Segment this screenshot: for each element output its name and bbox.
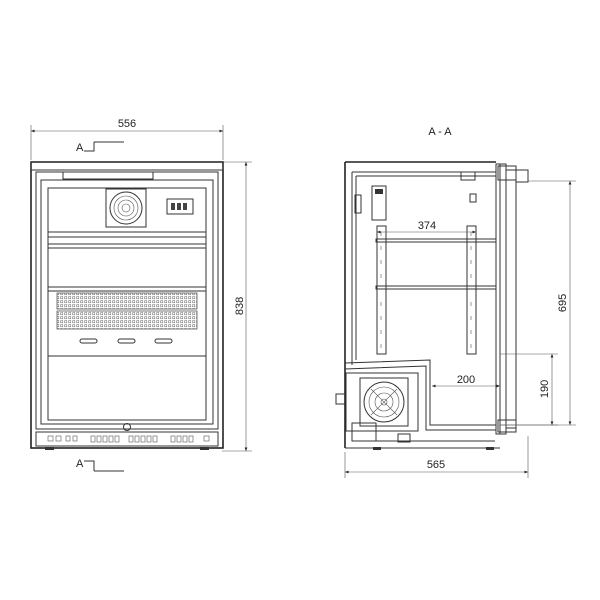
section-view: A - A (335, 126, 576, 478)
shelf-depth-label: 374 (418, 220, 436, 232)
side-depth-dimension: 565 (344, 436, 529, 478)
shelf-racks (376, 225, 477, 355)
side-door (495, 163, 529, 435)
fan-icon (105, 188, 147, 228)
section-marker-bottom: A (76, 458, 124, 472)
compressor-fan-icon (363, 381, 405, 423)
bottom-vent (35, 431, 219, 450)
side-height-label: 695 (557, 294, 569, 312)
front-shelf-2 (47, 243, 207, 249)
front-shelf-1 (47, 231, 207, 238)
step-width-label: 200 (457, 374, 475, 386)
step-height-label: 190 (539, 380, 551, 398)
front-width-label: 556 (118, 118, 136, 130)
side-height-dimension: 695 (500, 180, 576, 426)
lock-icon (123, 423, 131, 431)
step-height-dimension: 190 (500, 353, 558, 426)
front-width-dimension: 556 (30, 118, 224, 160)
door-glass (47, 187, 207, 421)
section-marker-top-label: A (76, 142, 84, 154)
temperature-display-icon (166, 198, 194, 215)
front-shelf-3 (47, 286, 207, 292)
side-cabinet-outline (344, 161, 500, 449)
shelf-depth-dimension: 374 (377, 220, 476, 234)
front-height-dimension: 838 (222, 161, 252, 452)
control-box (371, 185, 387, 221)
section-marker-bottom-label: A (76, 458, 84, 470)
side-shelf-1 (375, 238, 497, 243)
side-depth-label: 565 (427, 459, 445, 471)
front-slots (48, 338, 206, 357)
front-height-label: 838 (234, 297, 246, 315)
section-marker-top: A (76, 141, 124, 154)
side-shelf-2 (375, 285, 497, 290)
step-width-dimension: 200 (432, 374, 500, 388)
compressor-compartment (335, 359, 496, 450)
section-title: A - A (428, 126, 452, 138)
door-handle (62, 171, 154, 180)
ventilation-grille (56, 292, 198, 330)
front-view: 556 A 838 (30, 118, 252, 472)
door-frame (35, 171, 219, 430)
